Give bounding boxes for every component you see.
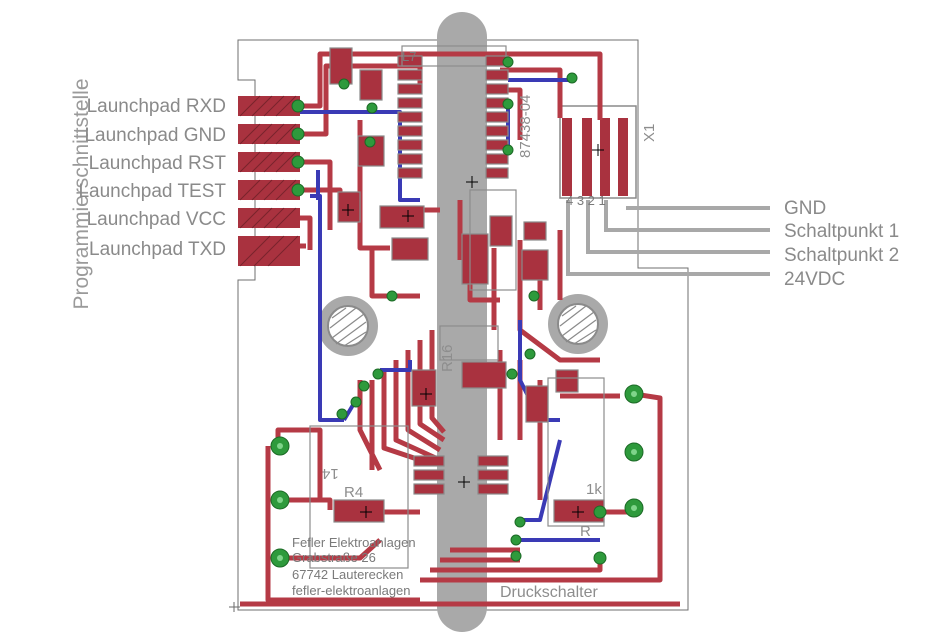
connector-label-rxd: Launchpad RXD xyxy=(86,96,226,117)
button-label: Druckschalter xyxy=(500,584,598,601)
part-r-value: 1k xyxy=(586,481,602,498)
mounting-holes xyxy=(318,294,608,356)
connector-label-gnd-right: GND xyxy=(784,198,827,219)
silk-outlines xyxy=(309,45,605,569)
origin-markers xyxy=(342,144,604,518)
address-line-3: 67742 Lauterecken xyxy=(292,567,404,582)
chip-label: L7 xyxy=(402,49,417,64)
connector-label-24vdc: 24VDC xyxy=(784,269,846,290)
part-r-bottom: R xyxy=(580,523,591,540)
connector-label-test: Launchpad TEST xyxy=(78,181,226,202)
connector-pin-numbers: 4 3 2 1 xyxy=(566,193,606,208)
address-line-2: Grabstraße 26 xyxy=(292,550,376,565)
part-r4: R4 xyxy=(344,484,364,501)
part-r4-value: 14 xyxy=(322,465,339,482)
connector-label-vcc: Launchpad VCC xyxy=(86,209,226,230)
connector-label-rst: Launchpad RST xyxy=(88,153,226,174)
right-wires xyxy=(566,200,770,276)
vias xyxy=(270,56,644,568)
connector-label-gnd: Launchpad GND xyxy=(84,125,226,146)
center-slot xyxy=(437,12,487,632)
connector-label-txd: Launchpad TXD xyxy=(89,239,226,260)
connector-part-number: 87438-04 xyxy=(517,94,534,158)
board-outline xyxy=(237,39,689,611)
left-connector-pads xyxy=(238,95,300,267)
connector-name: X1 xyxy=(641,123,658,142)
connector-label-schaltpunkt-2: Schaltpunkt 2 xyxy=(784,245,900,266)
address-line-1: Fefler Elektroanlagen xyxy=(292,535,416,550)
components xyxy=(329,47,605,523)
part-r16: R16 xyxy=(439,344,456,372)
connector-label-schaltpunkt-1: Schaltpunkt 1 xyxy=(784,221,900,242)
address-line-4: fefler-elektroanlagen xyxy=(292,583,411,598)
